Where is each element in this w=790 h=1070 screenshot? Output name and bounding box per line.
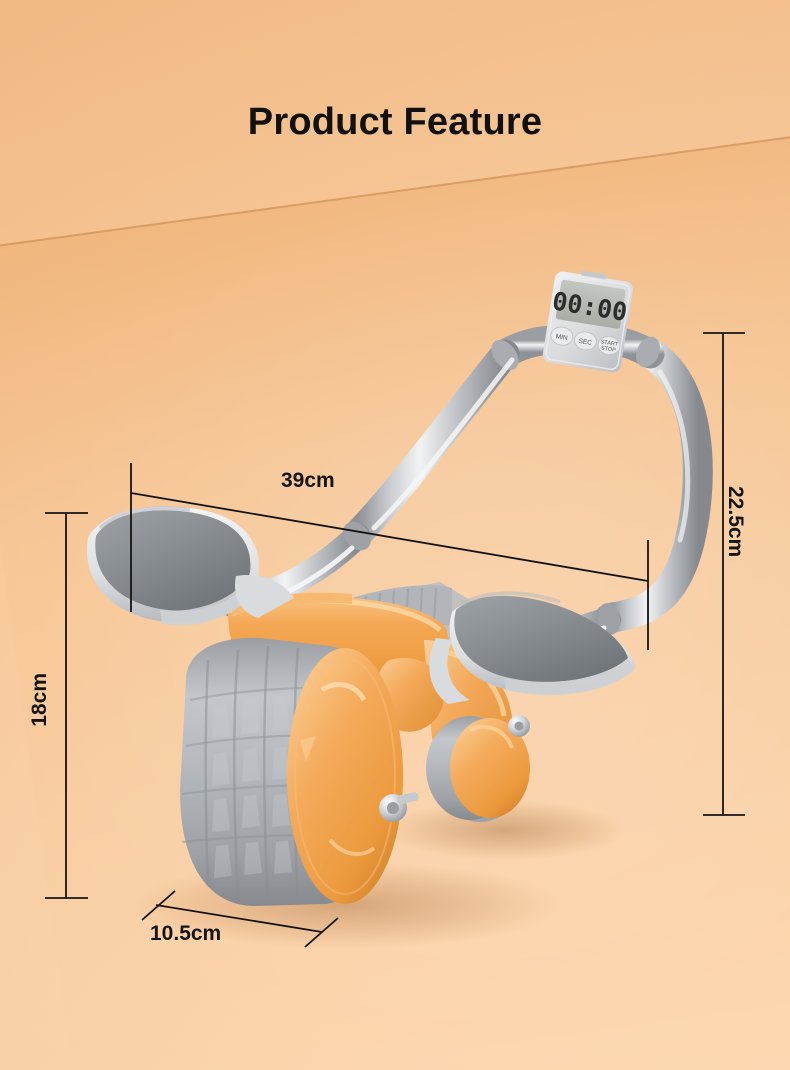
dim-label-10-5cm: 10.5cm	[150, 922, 222, 945]
front-hub	[287, 648, 403, 904]
timer-button-min[interactable]	[550, 326, 575, 347]
left-elbow-pad	[86, 506, 294, 626]
dim-10-5cm	[141, 890, 339, 948]
timer-button-sec[interactable]	[573, 330, 598, 351]
timer-button-stop-label: STOP	[600, 345, 616, 353]
dim-22-5cm	[703, 332, 745, 816]
dim-label-22-5cm: 22.5cm	[724, 486, 747, 558]
timer-clip	[580, 270, 607, 280]
timer-button-min-label: MIN	[555, 333, 568, 342]
tube-collar	[636, 336, 660, 368]
front-wheel	[180, 637, 419, 906]
page-title: Product Feature	[247, 101, 543, 143]
timer-buttons: MIN SEC START STOP	[550, 326, 622, 356]
right-pad-cushion	[454, 595, 628, 682]
right-pad-connector	[429, 638, 470, 704]
dim-label-18cm: 18cm	[28, 673, 51, 727]
dim-39cm	[130, 463, 649, 650]
dimension-annotations	[45, 332, 745, 948]
left-pad-cushion	[95, 510, 251, 611]
left-pad-connector	[234, 574, 294, 618]
timer-button-start-label: START	[600, 339, 619, 348]
dim-label-39cm: 39cm	[281, 469, 335, 492]
dim-18cm	[45, 512, 88, 899]
hub-mark	[300, 736, 316, 762]
timer-screen	[555, 279, 626, 329]
rear-wheel	[426, 715, 530, 822]
timer-button-start-stop[interactable]	[597, 335, 622, 356]
timer-button-sec-label: SEC	[578, 338, 593, 347]
tread-blocks	[212, 697, 320, 878]
product-shadow-rear	[385, 800, 625, 860]
digital-timer[interactable]: 00:00 MIN SEC START STOP	[542, 266, 635, 373]
right-elbow-pad	[429, 591, 636, 704]
tube-collar	[343, 521, 371, 551]
